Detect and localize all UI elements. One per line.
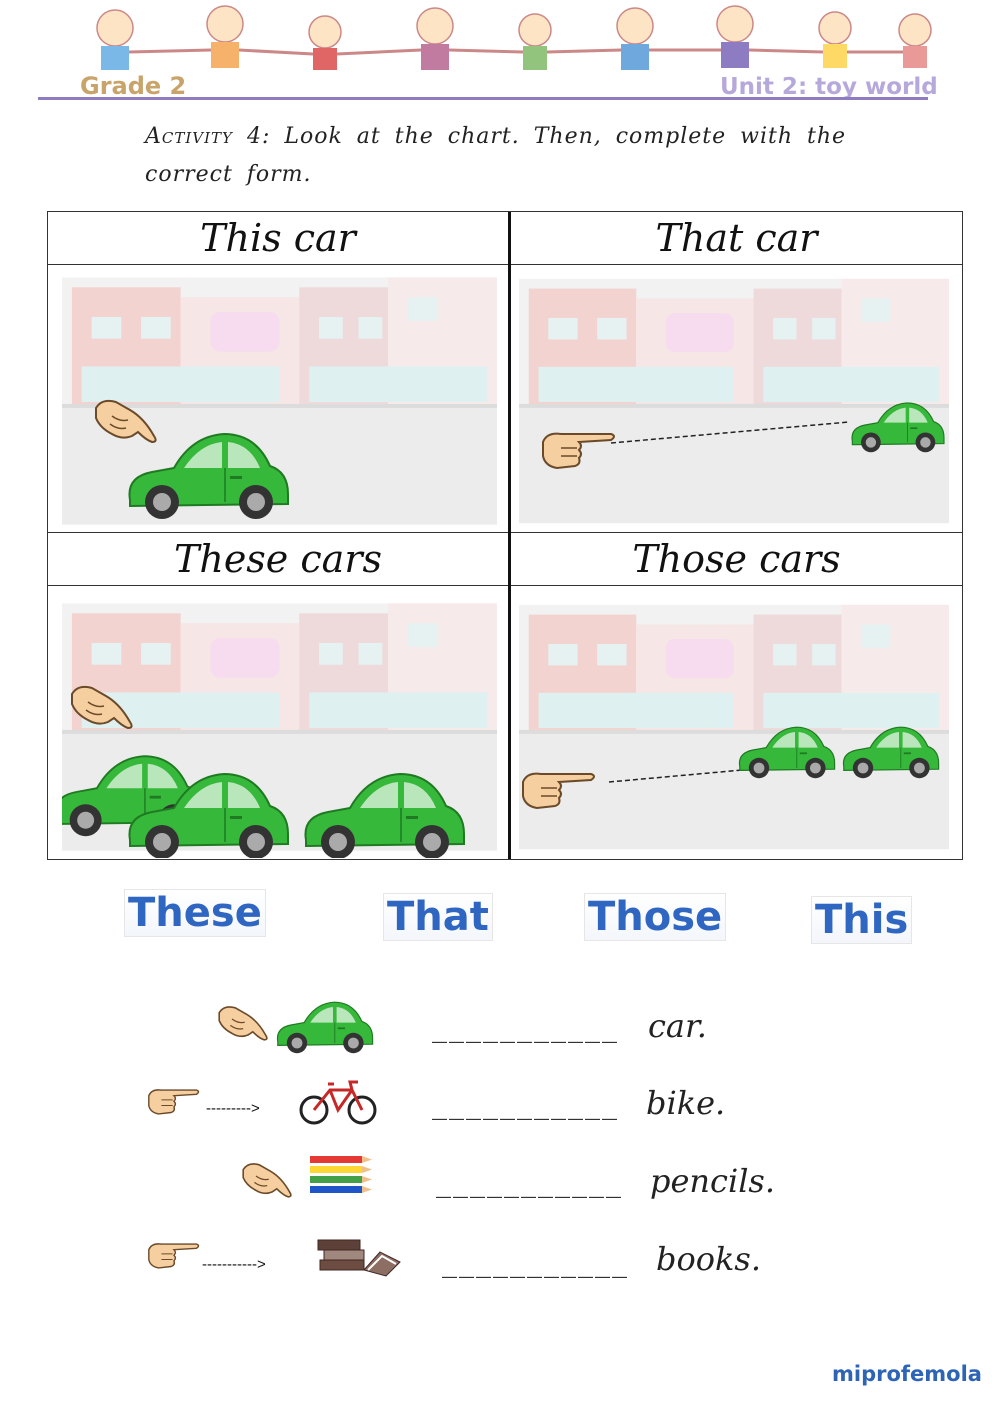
chart-vertical-divider (508, 212, 511, 859)
credit-watermark: miprofemola (832, 1362, 982, 1386)
exercise-row-4: -----------> ___________ books. (0, 1228, 1000, 1288)
pointing-hand-icon (216, 1003, 272, 1043)
unit-label: Unit 2: toy world (720, 74, 938, 100)
header-divider (38, 97, 928, 100)
noun-label-2: bike. (646, 1084, 726, 1122)
answer-blank-1[interactable]: ___________ (432, 1009, 619, 1044)
green-car-icon (839, 720, 941, 780)
activity-label: Activity 4: (145, 124, 271, 149)
answer-blank-4[interactable]: ___________ (442, 1244, 629, 1279)
cell-title-that-car: That car (511, 212, 962, 265)
green-car-icon (272, 995, 376, 1055)
exercise-row-1: ___________ car. (0, 995, 1000, 1055)
word-bank-item-this[interactable]: This (811, 896, 913, 944)
green-car-icon (122, 762, 292, 858)
kids-illustration (96, 5, 932, 70)
pointing-arrow-2: ---------> (206, 1100, 260, 1117)
noun-label-4: books. (656, 1240, 761, 1278)
activity-instruction: Activity 4: Look at the chart. Then, com… (145, 118, 865, 194)
green-car-icon (298, 762, 468, 858)
pointing-hand-icon (240, 1160, 296, 1200)
bike-icon (298, 1076, 378, 1126)
pointing-hand-icon (146, 1238, 202, 1274)
header-kids-banner (96, 5, 932, 70)
demonstratives-chart: This car That car These cars Those cars (47, 211, 963, 860)
cell-title-this-car: This car (48, 212, 508, 265)
exercise-row-2: ---------> ___________ bike. (0, 1072, 1000, 1132)
exercise-row-3: ___________ pencils. (0, 1150, 1000, 1210)
grade-label: Grade 2 (80, 72, 187, 100)
activity-text: Look at the chart. Then, complete with t… (145, 124, 847, 187)
pointing-dashed-line (608, 763, 810, 783)
green-car-icon (122, 422, 292, 522)
picture-these-cars (62, 596, 497, 858)
word-bank-item-these[interactable]: These (124, 889, 266, 937)
pointing-hand-icon (146, 1084, 202, 1120)
word-bank: These That Those This (0, 885, 1000, 955)
pointing-arrow-4: -----------> (202, 1256, 266, 1273)
cell-title-those-cars: Those cars (511, 532, 962, 586)
books-icon (314, 1230, 404, 1280)
answer-blank-2[interactable]: ___________ (432, 1086, 619, 1121)
noun-label-1: car. (648, 1007, 707, 1045)
green-car-icon (847, 396, 947, 454)
picture-that-car (519, 276, 949, 526)
noun-label-3: pencils. (650, 1162, 776, 1200)
picture-this-car (62, 276, 497, 526)
picture-those-cars (519, 596, 949, 858)
word-bank-item-that[interactable]: That (383, 893, 493, 941)
cell-title-these-cars: These cars (48, 532, 508, 586)
pointing-hand-icon (68, 682, 138, 732)
pencils-icon (306, 1152, 376, 1202)
green-car-icon (735, 720, 837, 780)
word-bank-item-those[interactable]: Those (584, 893, 727, 941)
answer-blank-3[interactable]: ___________ (436, 1164, 623, 1199)
